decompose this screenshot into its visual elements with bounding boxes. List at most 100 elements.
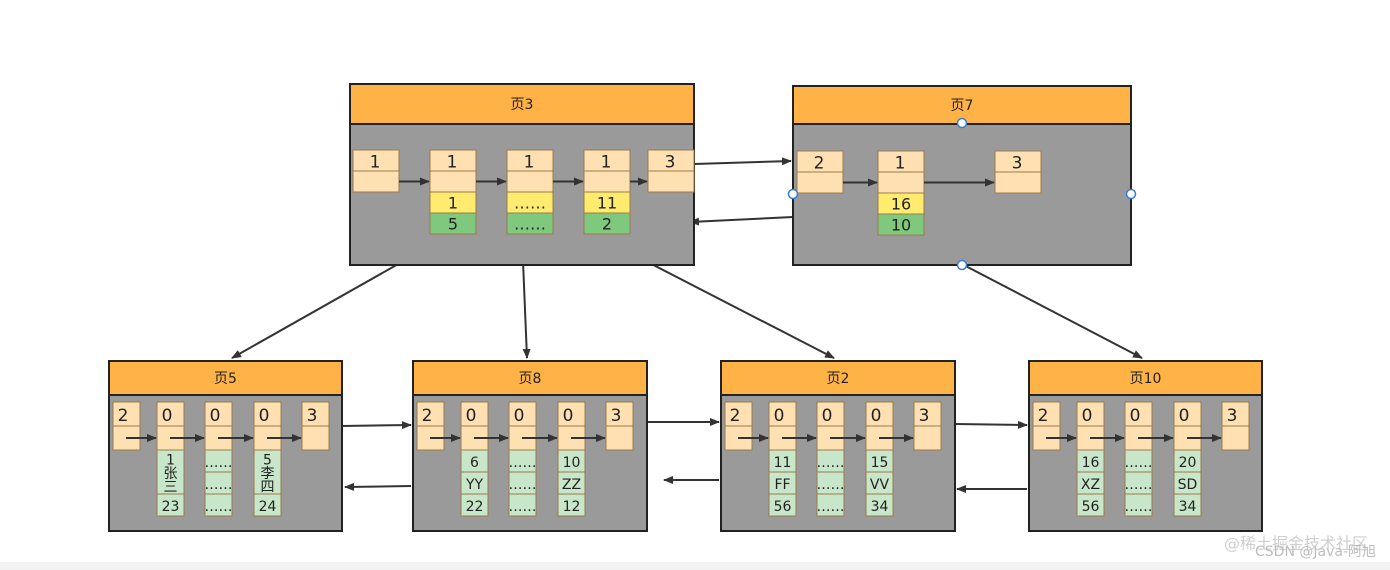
page-link-arrow [689, 216, 794, 226]
record-field-label: 34 [871, 499, 889, 515]
record-key-cell [605, 401, 634, 427]
record-p3-4: 3 [647, 149, 695, 193]
record-key-cell [1076, 401, 1105, 427]
record-p8-2: 0……………… [508, 401, 558, 517]
record-field-label: 10 [563, 455, 581, 471]
record-field-label: 34 [1179, 499, 1197, 515]
record-key-label: 3 [665, 153, 676, 173]
page-title: 页7 [951, 98, 974, 114]
record-field-label: 23 [162, 499, 180, 515]
record-field-label: SD [1178, 477, 1198, 493]
record-field-label: …… [509, 477, 537, 493]
record-p2-0: 2 [724, 401, 769, 451]
resize-handle[interactable] [956, 259, 968, 271]
record-field-label: 12 [563, 499, 581, 515]
resize-handle[interactable] [956, 117, 968, 129]
page-header [1028, 360, 1263, 396]
record-key-cell [156, 401, 185, 427]
record-field-cell [508, 493, 537, 517]
record-field-label: 1 [448, 194, 458, 213]
record-next-cell [301, 425, 330, 451]
resize-handle[interactable] [787, 188, 799, 200]
page-header [792, 85, 1132, 125]
record-next-cell [506, 170, 554, 193]
record-field-label: …… [509, 455, 537, 471]
record-field-cell [156, 449, 185, 495]
record-field-label: …… [205, 477, 233, 493]
record-field-label: …… [509, 499, 537, 515]
page-header [720, 360, 956, 396]
bottom-strip [0, 562, 1390, 570]
record-field-label: …… [817, 499, 845, 515]
record-field-cell [1173, 493, 1202, 517]
record-next-cell [583, 170, 631, 193]
record-next-cell [647, 170, 695, 193]
record-field-label: 10 [891, 216, 911, 235]
selection-handles [787, 117, 1137, 271]
record-field-cell [557, 493, 586, 517]
record-key-label: 1 [524, 153, 535, 173]
record-key-label: 0 [774, 406, 785, 426]
record-field-label: 15 [871, 455, 889, 471]
record-field-label: 20 [1179, 455, 1197, 471]
record-field-label: 11 [774, 455, 792, 471]
record-field-cell [1076, 493, 1105, 517]
record-field-label: …… [205, 499, 233, 515]
record-p8-4: 3 [605, 401, 634, 451]
record-key-cell [557, 401, 586, 427]
record-key-label: 0 [871, 406, 882, 426]
record-field-label: 16 [891, 195, 911, 214]
record-field-cell [204, 493, 233, 517]
record-p2-4: 3 [913, 401, 942, 451]
record-field-cell [768, 493, 797, 517]
page-title: 页8 [519, 371, 542, 387]
record-next-cell [429, 170, 477, 193]
record-key-label: 3 [611, 406, 622, 426]
resize-handle[interactable] [1125, 188, 1137, 200]
record-field-cell [1124, 493, 1153, 517]
record-field-label: …… [1125, 477, 1153, 493]
record-p10-2: 0……………… [1124, 401, 1174, 517]
record-field-label: 24 [259, 499, 277, 515]
record-key-label: 3 [1227, 406, 1238, 426]
record-key-label: 3 [307, 406, 318, 426]
page-title: 页2 [827, 371, 850, 387]
record-p3-1: 115 [429, 149, 507, 235]
record-p3-2: 1………… [506, 149, 584, 235]
record-key-label: 0 [822, 406, 833, 426]
record-field-cell [253, 493, 282, 517]
watermark-juejin: @稀土掘金技术社区 [1223, 534, 1368, 553]
record-key-cell [112, 401, 141, 427]
record-next-cell [352, 170, 400, 193]
record-field-label: 5 [448, 215, 458, 234]
record-key-label: 0 [466, 406, 477, 426]
record-p5-2: 0……………… [204, 401, 254, 517]
record-field-label: 56 [1082, 499, 1100, 515]
record-field-label: XZ [1081, 477, 1100, 493]
record-field-cell [506, 212, 554, 235]
record-field-label: …… [817, 455, 845, 471]
page-header [412, 360, 648, 396]
record-field-label: …… [514, 215, 546, 234]
record-field-label: 11 [597, 194, 617, 213]
record-key-cell [1173, 401, 1202, 427]
record-p7-2: 3 [994, 150, 1042, 194]
record-field-cell [816, 493, 845, 517]
record-key-label: 0 [563, 406, 574, 426]
record-field-cell [253, 449, 282, 495]
record-key-cell [460, 401, 489, 427]
record-key-label: 0 [162, 406, 173, 426]
record-key-label: 2 [1038, 406, 1049, 426]
record-key-cell [1221, 401, 1250, 427]
record-key-cell [768, 401, 797, 427]
record-key-label: 1 [601, 153, 612, 173]
